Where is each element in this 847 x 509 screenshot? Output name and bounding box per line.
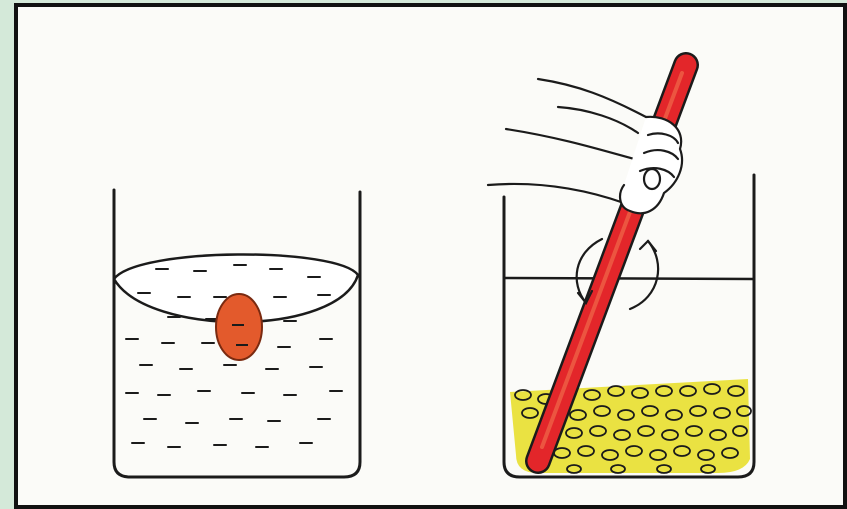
curved-arrow-right-icon — [628, 239, 660, 311]
left-water-dashes — [125, 264, 343, 448]
floating-seed — [215, 293, 263, 361]
illustration-canvas — [112, 52, 756, 479]
curved-arrow-left-icon — [575, 237, 604, 306]
left-water-surface — [112, 253, 360, 324]
right-water-line — [503, 276, 755, 281]
hand — [486, 77, 684, 215]
left-beaker — [112, 188, 362, 479]
left-beaker-outline — [112, 188, 362, 479]
right-beaker-outline — [502, 173, 756, 479]
right-beaker — [486, 52, 756, 479]
illustration-frame — [14, 3, 847, 509]
